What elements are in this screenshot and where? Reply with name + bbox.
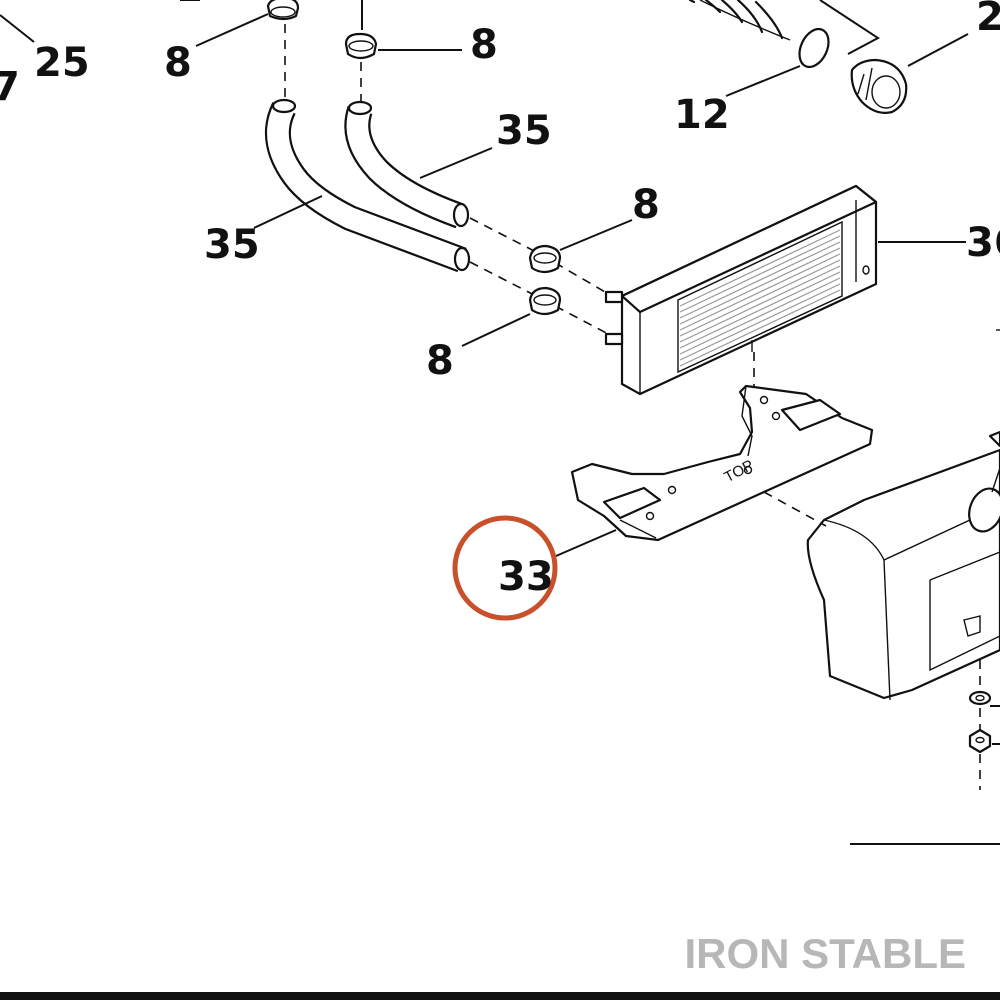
leader-35-lower <box>253 195 323 229</box>
leader-25 <box>0 0 200 43</box>
o-ring <box>798 27 830 69</box>
watermark: IRON STABLE <box>684 930 966 977</box>
leader-8-mid-upper <box>559 219 633 251</box>
leader-8-top-left <box>195 13 269 47</box>
hose-clamp-top-right <box>344 0 378 60</box>
callout-2: 2 <box>976 0 1000 40</box>
spring <box>688 0 791 41</box>
drain-plug <box>850 58 908 114</box>
hose-clamp-mid-lower <box>528 286 562 316</box>
hose-clamp-mid-upper <box>528 244 562 274</box>
washer <box>968 690 992 706</box>
callout-12: 12 <box>674 92 730 138</box>
oil-hose-right <box>344 100 470 229</box>
callout-8-top-right: 8 <box>470 22 498 68</box>
centerline-bracket-to-cover <box>763 491 827 527</box>
callout-7: 7 <box>0 64 20 110</box>
callout-8-mid-upper: 8 <box>632 182 660 228</box>
callout-8-top-left: 8 <box>164 40 192 86</box>
callout-35-lower: 35 <box>204 222 260 268</box>
oil-cover <box>806 329 1000 701</box>
hose-clamp-top-left <box>266 0 300 21</box>
callout-25: 25 <box>34 40 90 86</box>
cooler-mount-bracket: TOP <box>570 384 874 542</box>
callout-33: 33 <box>498 554 554 600</box>
highlight-circle-33 <box>452 515 558 621</box>
cooler-fins <box>679 229 841 367</box>
leader-8-mid-lower <box>461 313 531 347</box>
leader-12 <box>725 65 801 97</box>
callout-8-mid-lower: 8 <box>426 338 454 384</box>
nut <box>968 728 992 754</box>
oil-cooler <box>604 184 878 396</box>
leader-35-upper <box>419 147 493 179</box>
oil-hose-left <box>265 98 471 273</box>
callout-36: 36 <box>966 220 1000 266</box>
bottom-border <box>0 992 1000 1000</box>
leader-spring-bracket <box>819 0 880 55</box>
callout-35-upper: 35 <box>496 108 552 154</box>
leader-2 <box>907 33 969 67</box>
leader-33 <box>555 529 617 557</box>
